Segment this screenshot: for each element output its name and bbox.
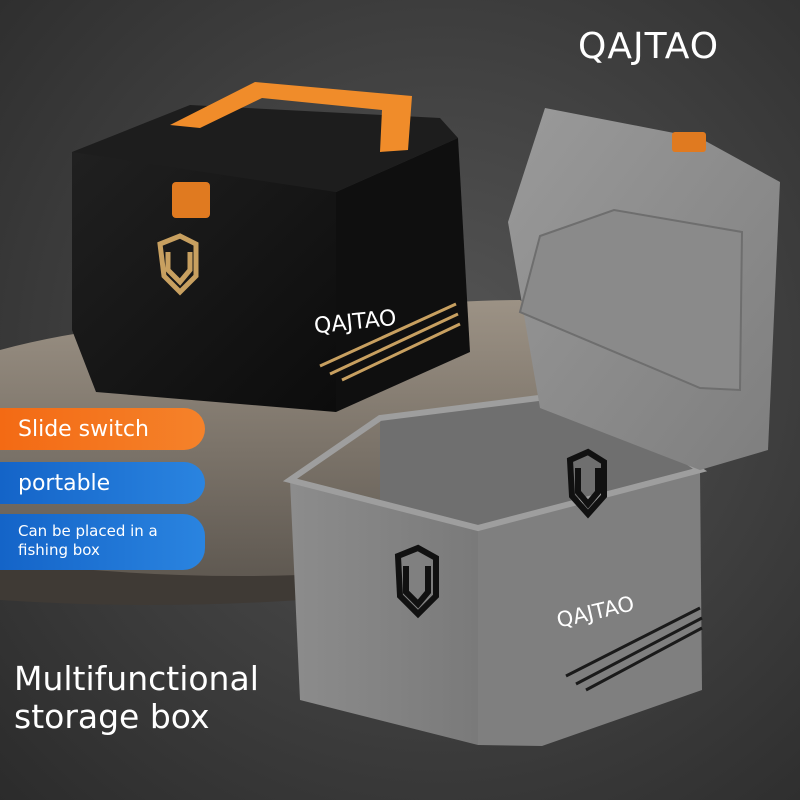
dark-box-logo-icon xyxy=(157,233,199,296)
headline: Multifunctional storage box xyxy=(14,659,259,736)
feature-slide-switch: Slide switch xyxy=(0,408,205,450)
grey-box-trim xyxy=(565,606,703,692)
rock-shadow xyxy=(0,560,300,605)
grey-box-lid-latch xyxy=(672,132,706,152)
grey-box-lid-panel xyxy=(518,208,744,392)
brand-logo-text: QAJTAO xyxy=(578,26,720,67)
grey-box-side xyxy=(478,470,702,746)
feature-portable-label: portable xyxy=(18,470,111,496)
dark-box-latch xyxy=(172,182,210,218)
feature-fishing-box: Can be placed in a fishing box xyxy=(0,514,205,570)
grey-box xyxy=(282,108,780,746)
dark-box-handle xyxy=(170,82,412,152)
grey-box-front-logo-icon xyxy=(394,544,439,619)
feature-portable: portable xyxy=(0,462,205,504)
dark-box-front xyxy=(72,152,336,412)
dark-box-trim xyxy=(319,302,461,382)
grey-box-inner-logo-icon xyxy=(566,448,607,519)
feature-slide-switch-label: Slide switch xyxy=(18,416,149,442)
feature-fishing-box-label: Can be placed in a fishing box xyxy=(18,522,158,559)
dark-box xyxy=(72,82,470,412)
grey-box-front xyxy=(290,480,478,745)
